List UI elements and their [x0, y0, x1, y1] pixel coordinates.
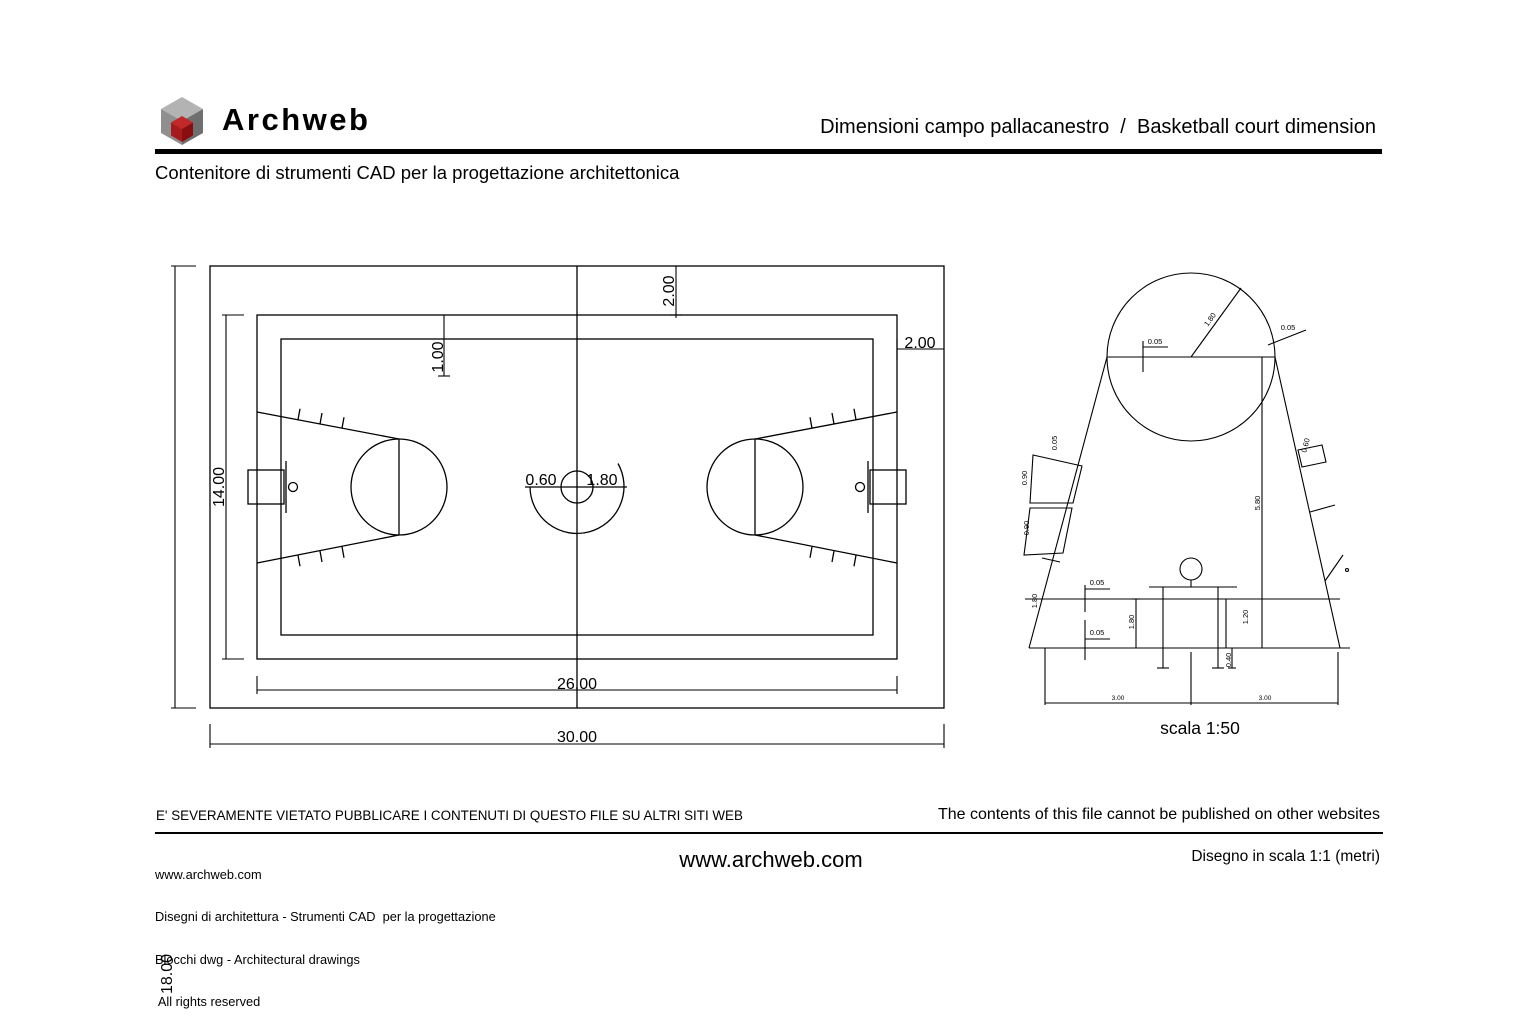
- right-key-tick: [809, 417, 813, 429]
- footer-scale-note: Disegno in scala 1:1 (metri): [1191, 848, 1380, 865]
- detail-label: 0.05: [1050, 436, 1059, 451]
- right-key-top: [754, 411, 898, 440]
- key-detail: [1023, 272, 1350, 705]
- detail-lane-mark-right: [1297, 444, 1327, 468]
- court-plan: [209, 265, 945, 709]
- detail-label: 1.20: [1241, 610, 1250, 625]
- detail-lane-mark-3: [1041, 557, 1061, 563]
- page-subtitle: Contenitore di strumenti CAD per la prog…: [155, 162, 680, 183]
- court-dimensions: [171, 265, 945, 748]
- copyright-warning-it: E' SEVERAMENTE VIETATO PUBBLICARE I CONT…: [156, 808, 743, 823]
- detail-lane-tick-right: [1309, 504, 1336, 513]
- center-radius-large-label: 1.80: [586, 472, 617, 489]
- dim-length-total-label: 30.00: [557, 729, 597, 746]
- dim-width-inner-label: 14.00: [211, 467, 228, 507]
- right-key-bottom: [754, 534, 898, 564]
- detail-label: 0.60: [1299, 437, 1311, 453]
- footer-site-info: www.archweb.com Disegni di architettura …: [155, 840, 496, 1023]
- left-key-tick: [319, 412, 323, 425]
- right-key-tick: [831, 412, 835, 425]
- detail-scale-label: scala 1:50: [1160, 718, 1240, 738]
- footer-site-desc: Disegni di architettura - Strumenti CAD …: [155, 909, 496, 925]
- dim-margin-side-label: 2.00: [904, 335, 935, 352]
- dim-length-inner-label: 26.00: [557, 676, 597, 693]
- detail-label: 1.80: [1030, 594, 1039, 609]
- right-key-tick: [853, 555, 857, 567]
- court-dimension-labels: 18.00 14.00 26.00 30.00 2.00 1.00 2.00 0…: [159, 275, 936, 994]
- archweb-logo-icon: [161, 97, 203, 145]
- left-backboard-support: [247, 469, 285, 505]
- detail-label: 0.05: [1090, 578, 1105, 587]
- detail-right-leg: [1274, 356, 1341, 649]
- brand-name: Archweb: [222, 102, 371, 137]
- detail-label: 3.00: [1259, 695, 1272, 702]
- footer-divider: [155, 832, 1383, 834]
- detail-label: 1.80: [1127, 615, 1136, 630]
- detail-label: 3.00: [1112, 695, 1125, 702]
- detail-small-dot: [1344, 567, 1350, 573]
- detail-lane-mark-1: [1029, 454, 1083, 504]
- left-hoop: [287, 481, 299, 493]
- detail-label: 1.80: [1202, 311, 1218, 328]
- footer-center-url: www.archweb.com: [679, 847, 863, 872]
- detail-lane-mark-2: [1023, 507, 1073, 556]
- key-detail-labels: 0.05 0.05 1.80 0.05 0.90 0.90 1.80 0.05 …: [1020, 311, 1312, 738]
- left-key-tick: [297, 408, 301, 420]
- center-radius-small-label: 0.60: [525, 472, 556, 489]
- detail-label: 0.90: [1022, 521, 1031, 536]
- dim-line-offset-label: 1.00: [430, 341, 447, 372]
- dim-width-total-label: 18.00: [159, 954, 176, 994]
- right-key-tick: [809, 546, 813, 558]
- footer-site-url: www.archweb.com: [155, 866, 262, 882]
- copyright-warning-en: The contents of this file cannot be publ…: [937, 806, 1380, 823]
- detail-hoop: [1179, 557, 1203, 581]
- detail-gap-dim-top-right: [1267, 329, 1307, 346]
- logo-red-right: [182, 122, 193, 142]
- page-title: Dimensioni campo pallacanestro / Basketb…: [820, 116, 1376, 138]
- detail-radius: [1190, 287, 1242, 358]
- detail-label: 0.90: [1020, 471, 1029, 486]
- detail-lane-tick-right-low: [1324, 554, 1344, 582]
- left-key-tick: [319, 550, 323, 563]
- dim-margin-top-label: 2.00: [661, 275, 678, 306]
- footer-site-blocks: Blocchi dwg - Architectural drawings: [155, 951, 360, 967]
- footer-rights: All rights reserved: [155, 994, 261, 1010]
- right-key-tick: [831, 550, 835, 563]
- left-key-bottom: [256, 534, 400, 564]
- right-hoop: [854, 481, 866, 493]
- left-key-tick: [297, 555, 301, 567]
- detail-label: 5.80: [1253, 496, 1262, 511]
- right-backboard-support: [869, 469, 907, 505]
- detail-label: 0.40: [1224, 653, 1233, 668]
- left-key-top: [256, 411, 400, 440]
- left-key-tick: [341, 417, 345, 429]
- header-divider: [155, 149, 1382, 154]
- detail-label: 0.05: [1090, 628, 1105, 637]
- detail-label: 0.05: [1148, 337, 1163, 346]
- left-key-tick: [341, 546, 345, 558]
- detail-label: 0.05: [1281, 323, 1296, 332]
- logo-red-left: [171, 122, 182, 142]
- right-key-tick: [853, 408, 857, 420]
